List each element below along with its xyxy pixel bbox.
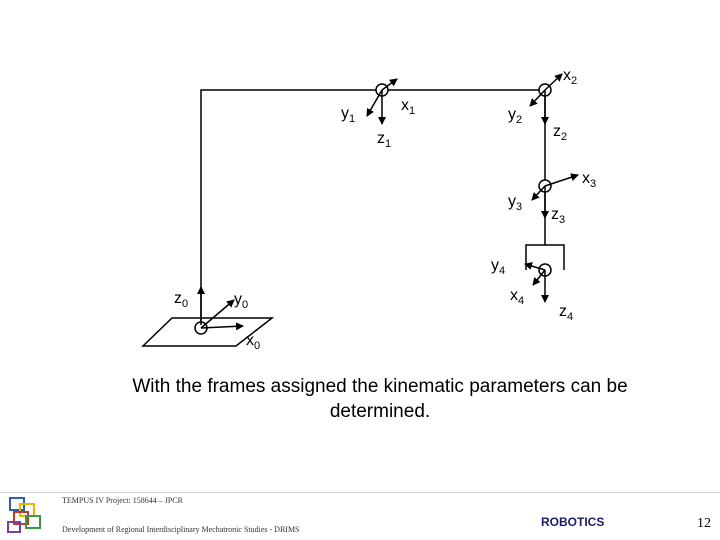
label-x4: x4 <box>510 287 524 307</box>
label-z3: z3 <box>551 206 565 226</box>
frame-4-y-axis <box>524 262 546 271</box>
frame-0 <box>194 286 244 335</box>
label-z1: z1 <box>377 130 391 150</box>
label-x1: x1 <box>401 97 415 117</box>
frame-0-x-axis <box>200 322 244 331</box>
label-z2: z2 <box>553 123 567 143</box>
frame-4-x-axis <box>532 269 546 286</box>
slide-caption: With the frames assigned the kinematic p… <box>80 374 680 424</box>
footer-course-title: ROBOTICS <box>541 515 605 529</box>
frame-1-x-axis <box>381 78 398 91</box>
footer-program: Development of Regional Interdisciplinar… <box>62 525 300 534</box>
label-z4: z4 <box>559 303 573 323</box>
frame-2 <box>529 73 563 125</box>
label-y0: y0 <box>234 291 248 311</box>
footer-divider <box>0 492 720 493</box>
caption-line-2: determined. <box>329 401 431 422</box>
label-z0: z0 <box>174 290 188 310</box>
frame-3 <box>531 173 579 219</box>
frame-3-x-axis <box>544 173 579 187</box>
label-x0: x0 <box>246 332 260 352</box>
frame-2-y-axis <box>529 89 546 107</box>
frame-1 <box>366 78 398 125</box>
frame-1-y-axis <box>366 89 383 117</box>
page-number: 12 <box>697 516 711 531</box>
label-y3: y3 <box>508 193 522 213</box>
frame-3-y-axis <box>531 185 546 201</box>
frame-0-y-axis <box>200 299 235 329</box>
label-x2: x2 <box>563 67 577 87</box>
label-y2: y2 <box>508 106 522 126</box>
axis-labels: z0 y0 x0 y1 x1 z1 x2 y2 z2 x3 y3 z3 y4 x… <box>174 67 596 352</box>
base-plate <box>141 317 275 347</box>
caption-line-1: With the frames assigned the kinematic p… <box>132 376 628 397</box>
label-x3: x3 <box>582 170 596 190</box>
gripper-bracket <box>525 244 565 270</box>
frame-4 <box>524 262 552 303</box>
tempus-logo <box>7 497 41 533</box>
label-y1: y1 <box>341 105 355 125</box>
label-y4: y4 <box>491 257 505 277</box>
link-base-to-joint1 <box>200 89 382 325</box>
frame-2-x-axis <box>544 73 563 91</box>
footer-project: TEMPUS IV Project: 158644 – JPCR <box>62 496 183 505</box>
